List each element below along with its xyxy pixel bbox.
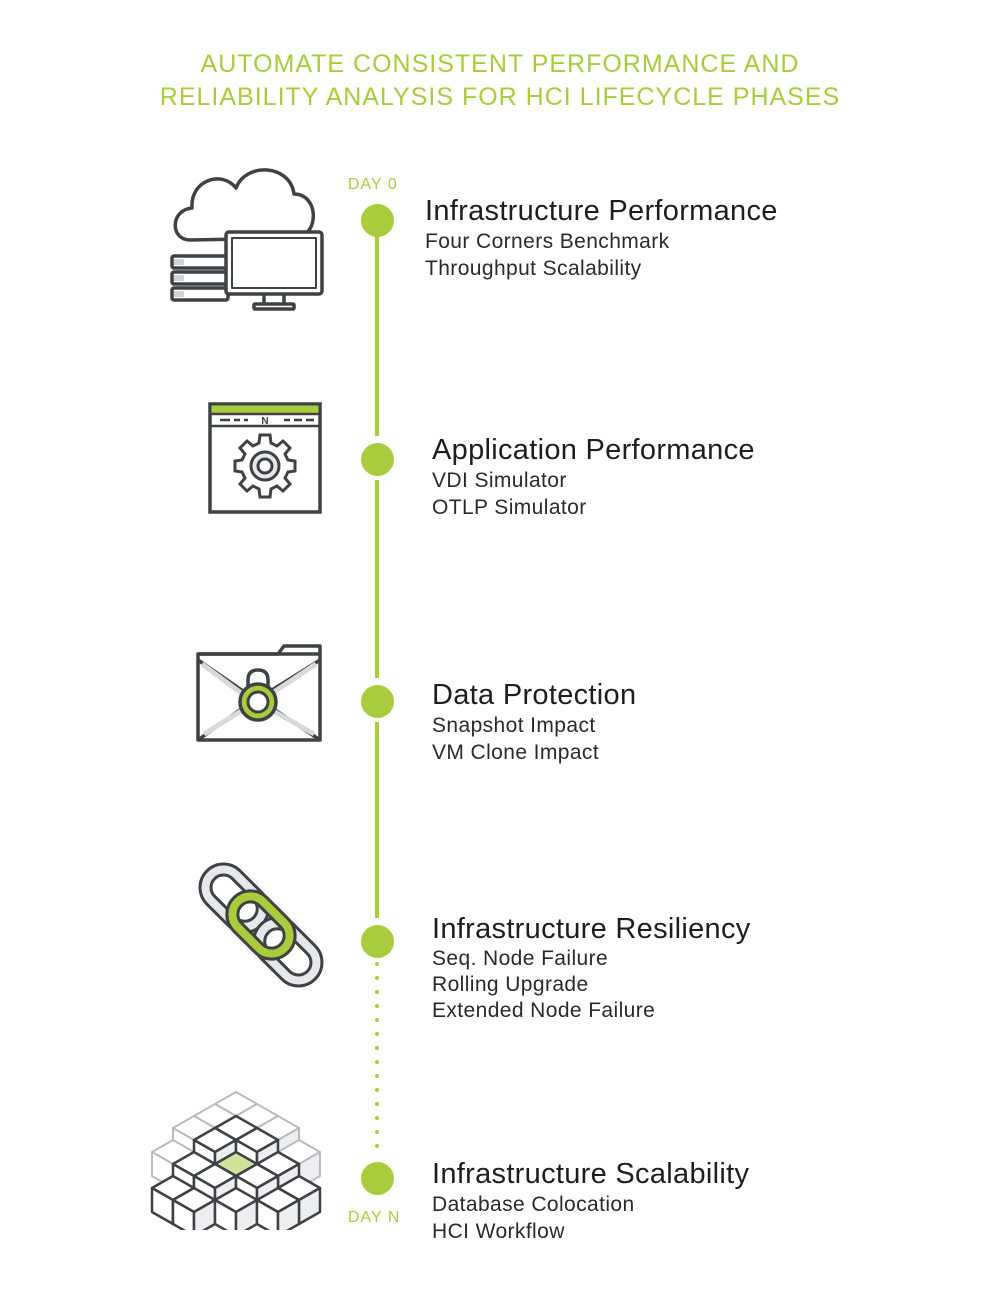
- timeline-dot-4: [361, 925, 394, 958]
- timeline-dot-marker: [375, 1046, 379, 1050]
- timeline-dot-1: [361, 204, 394, 237]
- cube-block: [255, 1186, 301, 1238]
- title-line-1: AUTOMATE CONSISTENT PERFORMANCE AND: [200, 50, 800, 78]
- phase-item: OTLP Simulator: [432, 496, 587, 519]
- phase-title: Infrastructure Performance: [425, 195, 778, 227]
- phase-item: HCI Workflow: [432, 1220, 565, 1243]
- phase-title: Infrastructure Scalability: [432, 1158, 750, 1190]
- timeline-segment-3: [375, 722, 379, 918]
- timeline-dot-marker: [375, 990, 379, 994]
- timeline-segment-2: [375, 480, 379, 678]
- timeline-dot-marker: [375, 1074, 379, 1078]
- day-n-label: DAY N: [348, 1209, 401, 1226]
- timeline-dot-marker: [375, 1018, 379, 1022]
- browser-badge-label: N: [261, 416, 268, 427]
- phase-data-protection: Data Protection Snapshot Impact VM Clone…: [432, 678, 636, 766]
- locked-folder-icon: [194, 642, 326, 749]
- page-title: AUTOMATE CONSISTENT PERFORMANCE AND RELI…: [0, 48, 1000, 114]
- timeline-dot-marker: [375, 976, 379, 980]
- phase-infrastructure-scalability: Infrastructure Scalability Database Colo…: [432, 1157, 749, 1245]
- phase-item: Snapshot Impact: [432, 714, 596, 737]
- timeline-dot-marker: [375, 962, 379, 966]
- timeline-dot-marker: [375, 1116, 379, 1120]
- timeline-dot-5: [361, 1162, 394, 1195]
- phase-item: Seq. Node Failure: [432, 947, 609, 970]
- phase-infrastructure-performance: Infrastructure Performance Four Corners …: [425, 194, 778, 282]
- timeline-dot-3: [361, 685, 394, 718]
- phase-title: Data Protection: [432, 679, 637, 711]
- browser-gear-icon: N: [206, 400, 326, 523]
- phase-title: Application Performance: [432, 434, 755, 466]
- phase-item: VM Clone Impact: [432, 741, 600, 764]
- timeline-dot-marker: [375, 1032, 379, 1036]
- cube-block: [213, 1186, 259, 1238]
- phase-item: Rolling Upgrade: [432, 973, 589, 996]
- phase-item: Extended Node Failure: [432, 999, 656, 1022]
- timeline-dot-marker: [375, 1004, 379, 1008]
- phase-item: VDI Simulator: [432, 469, 567, 492]
- timeline-dot-2: [361, 443, 394, 476]
- phase-title: Infrastructure Resiliency: [432, 913, 751, 945]
- timeline-dot-marker: [375, 1102, 379, 1106]
- chain-link-icon: [196, 862, 326, 993]
- timeline-dot-marker: [375, 1144, 379, 1148]
- cube-pyramid-icon: [146, 1088, 326, 1238]
- phase-item: Four Corners Benchmark: [425, 230, 670, 253]
- phase-item: Throughput Scalability: [425, 257, 642, 280]
- phase-application-performance: Application Performance VDI Simulator OT…: [432, 433, 755, 521]
- phase-infrastructure-resiliency: Infrastructure Resiliency Seq. Node Fail…: [432, 912, 751, 1024]
- day-0-label: DAY 0: [348, 176, 398, 193]
- cloud-server-monitor-icon: [160, 158, 330, 319]
- timeline-dot-marker: [375, 1060, 379, 1064]
- timeline-segment-1: [375, 236, 379, 436]
- timeline-dot-marker: [375, 1088, 379, 1092]
- title-line-2: RELIABILITY ANALYSIS FOR HCI LIFECYCLE P…: [159, 83, 841, 111]
- phase-item: Database Colocation: [432, 1193, 635, 1216]
- cube-block: [171, 1186, 217, 1238]
- timeline-dot-marker: [375, 1130, 379, 1134]
